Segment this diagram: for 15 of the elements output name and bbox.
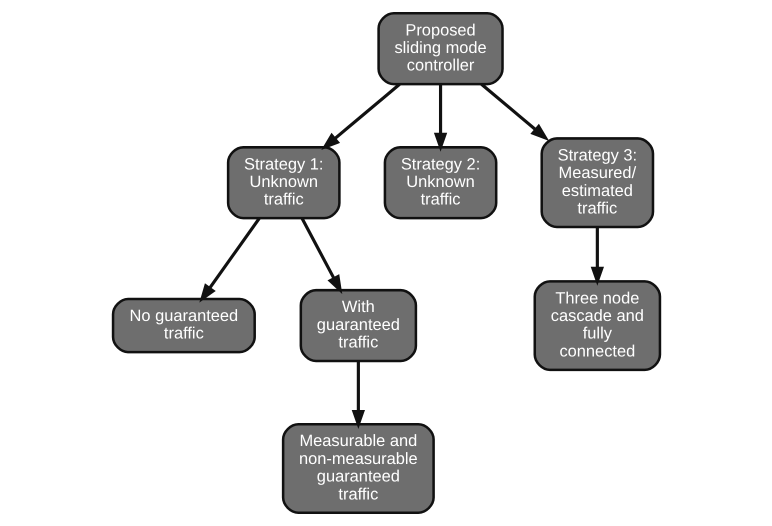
arrow <box>590 227 604 286</box>
node-box: Strategy 3: Measured/ estimated traffic <box>540 137 654 228</box>
node-box: Three node cascade and fully connected <box>533 280 661 372</box>
node-box: Strategy 1: Unknown traffic <box>226 146 340 220</box>
arrow <box>433 84 447 152</box>
arrow <box>480 82 549 142</box>
arrow <box>300 218 342 294</box>
node-box: With guaranteed traffic <box>299 288 417 362</box>
node-box: Measurable and non-measurable guaranteed traffic <box>281 422 434 514</box>
arrow <box>351 361 365 429</box>
arrow <box>320 82 400 150</box>
node-box: Proposed sliding mode controller <box>376 12 504 86</box>
arrow <box>198 217 260 303</box>
node-box: No guaranteed traffic <box>111 298 256 354</box>
node-box: Strategy 2: Unknown traffic <box>383 146 497 220</box>
